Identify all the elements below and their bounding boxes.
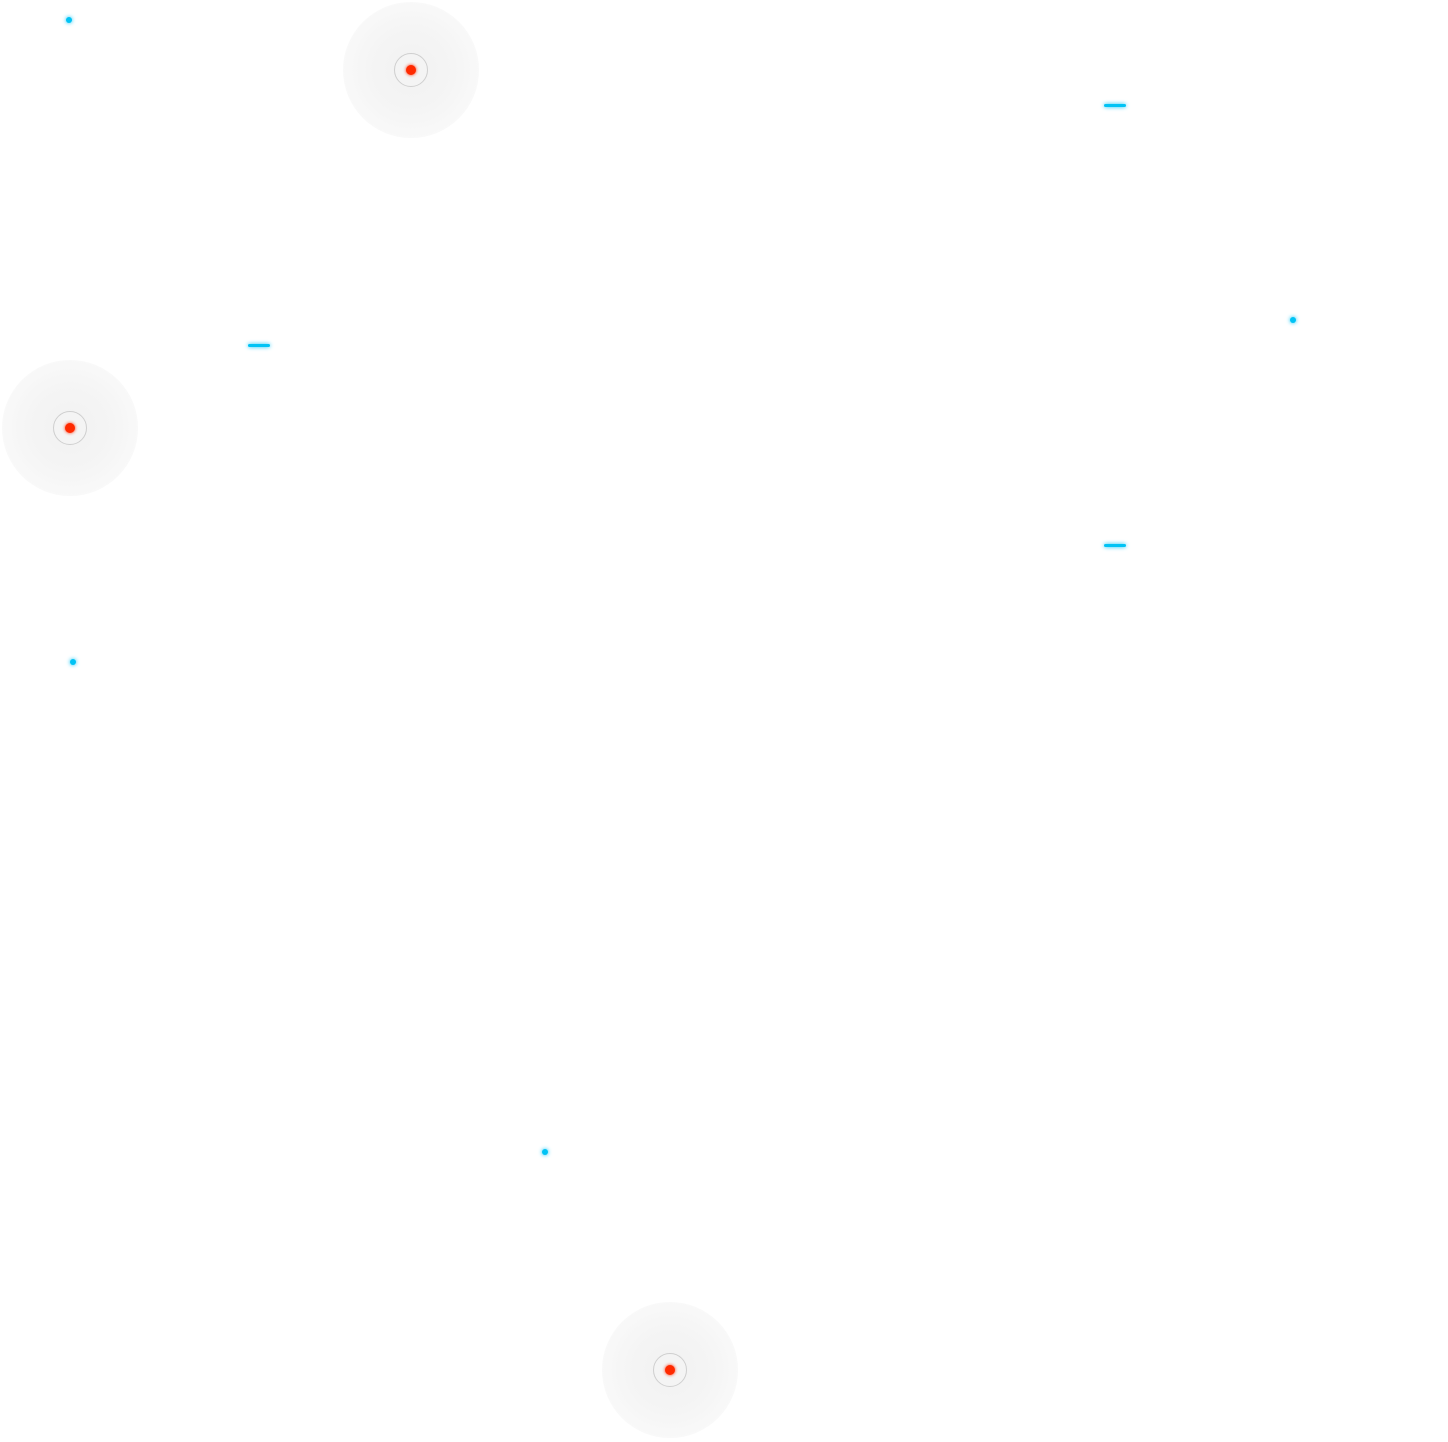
target-2[interactable] <box>2 360 138 496</box>
marker-dash <box>1104 103 1126 107</box>
marker-dot <box>66 17 72 23</box>
target-1[interactable] <box>343 2 479 138</box>
target-ring <box>394 53 428 87</box>
target-icon <box>406 65 416 75</box>
marker-dash <box>1104 543 1126 547</box>
marker-dot <box>542 1149 548 1155</box>
target-icon <box>665 1365 675 1375</box>
marker-dash <box>248 343 270 347</box>
target-icon <box>65 423 75 433</box>
marker-dot <box>1290 317 1296 323</box>
marker-dot <box>70 659 76 665</box>
target-3[interactable] <box>602 1302 738 1438</box>
